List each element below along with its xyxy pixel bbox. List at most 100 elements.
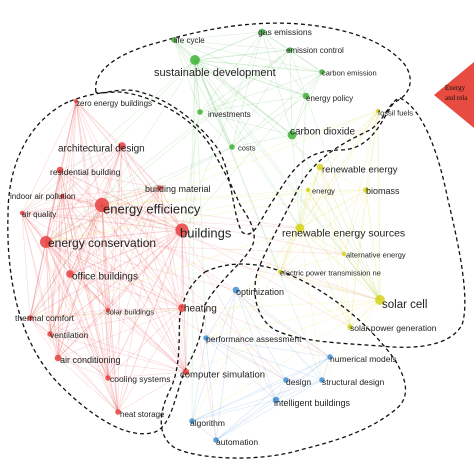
node-costs[interactable]: [229, 144, 235, 150]
node-performance-assessment[interactable]: [203, 335, 209, 341]
link-196: [101, 204, 287, 381]
link-212: [279, 227, 301, 273]
node-automation[interactable]: [213, 437, 219, 443]
link-50: [75, 100, 161, 189]
cluster-callout: Energy and rela: [434, 62, 474, 128]
link-120: [49, 169, 61, 335]
link-44: [291, 71, 323, 136]
node-air-conditioning[interactable]: [54, 354, 62, 362]
link-221: [45, 241, 71, 275]
node-fossil-fuels[interactable]: [375, 108, 381, 114]
link-102: [45, 146, 233, 243]
link-25: [45, 49, 291, 243]
node-computer-simulation[interactable]: [182, 368, 190, 376]
link-98: [121, 145, 187, 373]
link-168: [307, 189, 351, 328]
link-307: [191, 420, 217, 441]
node-carbon-dioxide[interactable]: [287, 130, 297, 140]
node-indoor-air-pollution[interactable]: [59, 193, 65, 199]
node-heating[interactable]: [178, 304, 186, 312]
link-178: [21, 212, 51, 335]
link-208: [181, 229, 277, 401]
node-energy-policy[interactable]: [302, 92, 310, 100]
link-274: [29, 317, 187, 373]
link-290: [285, 356, 331, 381]
link-86: [61, 145, 123, 197]
link-129: [343, 189, 367, 255]
node-algorithm[interactable]: [189, 418, 195, 424]
link-90: [121, 145, 183, 231]
link-104: [307, 166, 321, 191]
node-design[interactable]: [283, 377, 289, 383]
link-84: [291, 134, 381, 301]
node-zero-energy-buildings[interactable]: [73, 98, 79, 104]
link-61: [75, 100, 187, 373]
link-293: [191, 356, 331, 422]
label-heating: heating: [184, 304, 217, 315]
node-renewable-energy-sources[interactable]: [295, 223, 305, 233]
node-solar-buildings[interactable]: [105, 307, 111, 313]
node-building-material[interactable]: [157, 185, 163, 191]
link-202: [29, 229, 183, 319]
node-numerical-models[interactable]: [327, 354, 333, 360]
node-alternative-energy[interactable]: [341, 251, 347, 257]
node-residential-building[interactable]: [56, 166, 64, 174]
label-air-quality: air quality: [22, 210, 56, 219]
node-life-cycle[interactable]: [171, 37, 177, 43]
node-investments[interactable]: [197, 109, 203, 115]
node-energy[interactable]: [305, 187, 311, 193]
node-optimization[interactable]: [232, 286, 240, 294]
label-solar-buildings: solar buildings: [106, 308, 154, 317]
node-carbon-emission[interactable]: [319, 69, 325, 75]
link-39: [185, 59, 196, 373]
node-air-quality[interactable]: [19, 210, 25, 216]
label-emission-control: emission control: [286, 46, 344, 55]
node-cooling-systems[interactable]: [105, 375, 111, 381]
link-287: [57, 357, 187, 373]
node-office-buildings[interactable]: [66, 270, 74, 278]
link-112: [21, 169, 61, 214]
link-176: [21, 212, 183, 309]
label-computer-simulation: computer simulation: [180, 369, 265, 380]
link-136: [61, 195, 183, 231]
link-13: [261, 31, 307, 97]
node-buildings[interactable]: [175, 223, 189, 237]
label-indoor-air-pollution: indoor air pollution: [10, 192, 75, 201]
node-thermal-comfort[interactable]: [27, 315, 33, 321]
node-renewable-energy[interactable]: [316, 163, 324, 171]
node-solar-cell[interactable]: [375, 295, 385, 305]
link-223: [45, 241, 109, 311]
link-73: [365, 110, 379, 191]
node-gas-emissions[interactable]: [258, 28, 266, 36]
link-31: [194, 59, 321, 168]
link-101: [101, 146, 233, 206]
link-81: [349, 110, 379, 328]
link-99: [107, 145, 123, 379]
link-239: [69, 273, 183, 309]
link-17: [181, 31, 263, 231]
outline-yellow-cluster: [254, 97, 466, 348]
link-96: [49, 145, 123, 335]
link-121: [57, 169, 61, 359]
node-energy-efficiency[interactable]: [94, 197, 110, 213]
callout-arrow-shape: [434, 62, 474, 128]
node-solar-power-generation[interactable]: [347, 324, 353, 330]
node-sustainable-development[interactable]: [190, 55, 200, 65]
link-0: [173, 31, 263, 41]
node-structural-design[interactable]: [319, 377, 325, 383]
link-227: [45, 241, 59, 359]
link-89: [101, 145, 123, 206]
node-intelligent-buildings[interactable]: [272, 396, 280, 404]
node-energy-conservation[interactable]: [39, 235, 53, 249]
node-emission-control[interactable]: [287, 47, 293, 53]
node-ventilation[interactable]: [47, 331, 53, 337]
link-60: [57, 100, 77, 359]
link-163: [299, 189, 309, 229]
node-electric-power-transmission[interactable]: [277, 269, 283, 275]
node-architectural-design[interactable]: [118, 142, 126, 150]
link-20: [289, 49, 307, 97]
link-171: [21, 212, 301, 229]
node-biomass[interactable]: [363, 187, 369, 193]
node-heat-storage[interactable]: [115, 409, 121, 415]
link-12: [261, 31, 323, 73]
